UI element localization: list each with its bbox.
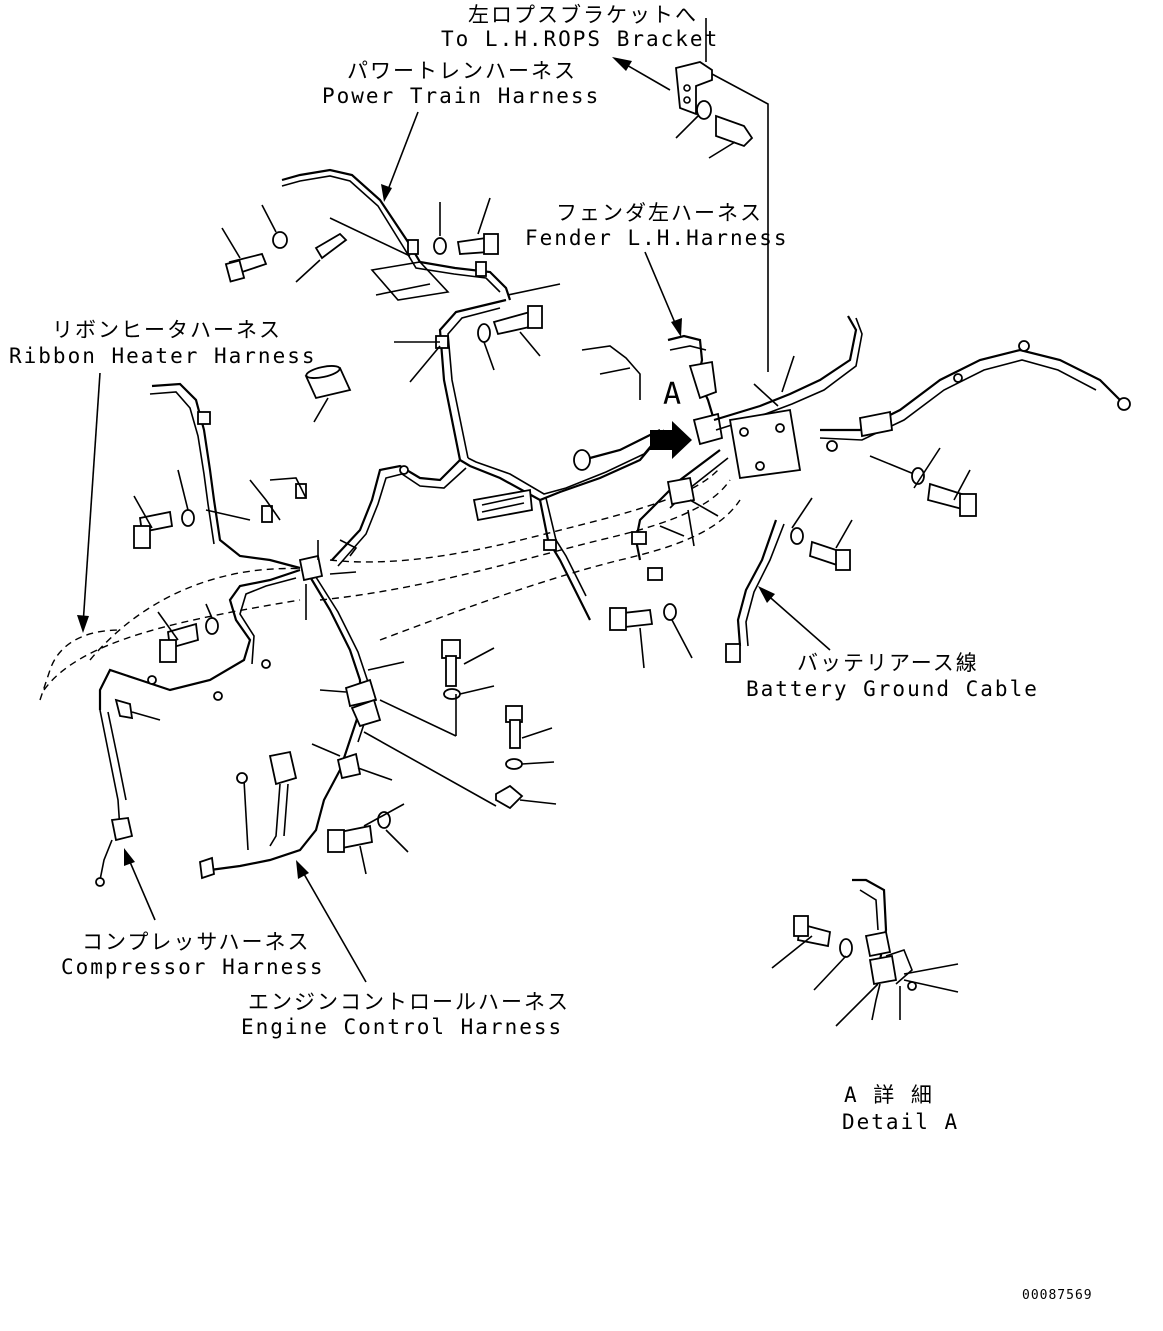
- battery-label-en: Battery Ground Cable: [746, 677, 1039, 701]
- power-train-harness: [221, 168, 561, 301]
- engine-control-harness: [199, 569, 409, 880]
- ribbon-heater-label-jp: リボンヒータハーネス: [52, 318, 282, 342]
- detail-a-drawing: [771, 878, 959, 1027]
- battery-ground-cable: [725, 497, 853, 663]
- detail-label-jp: A 詳 細: [844, 1083, 934, 1107]
- fender-label-en: Fender L.H.Harness: [525, 226, 789, 250]
- drawing-number: 00087569: [1022, 1288, 1093, 1303]
- compressor-label-jp: コンプレッサハーネス: [82, 930, 311, 954]
- main-harness: [43, 298, 741, 691]
- rops-bracket-parts: [675, 18, 769, 372]
- compressor-label-en: Compressor Harness: [61, 955, 325, 979]
- ribbon-heater-harness: [39, 382, 357, 887]
- power-train-label-jp: パワートレンハーネス: [347, 59, 577, 83]
- rops-bracket-label-en: To L.H.ROPS Bracket: [441, 27, 719, 51]
- ribbon-heater-label-en: Ribbon Heater Harness: [9, 344, 317, 368]
- rops-bracket-label-jp: 左ロプスブラケットへ: [468, 3, 698, 27]
- fender-label-jp: フェンダ左ハーネス: [556, 201, 763, 225]
- battery-label-jp: バッテリアース線: [797, 651, 979, 675]
- power-train-label-en: Power Train Harness: [322, 84, 600, 108]
- engine-control-label-jp: エンジンコントロールハーネス: [248, 990, 570, 1014]
- fasteners-middle: [363, 603, 693, 810]
- fender-harness: [573, 315, 1131, 581]
- engine-control-label-en: Engine Control Harness: [241, 1015, 563, 1039]
- leader-arrows: [77, 57, 831, 983]
- view-marker-a: A: [663, 377, 683, 412]
- detail-label-en: Detail A: [842, 1110, 959, 1134]
